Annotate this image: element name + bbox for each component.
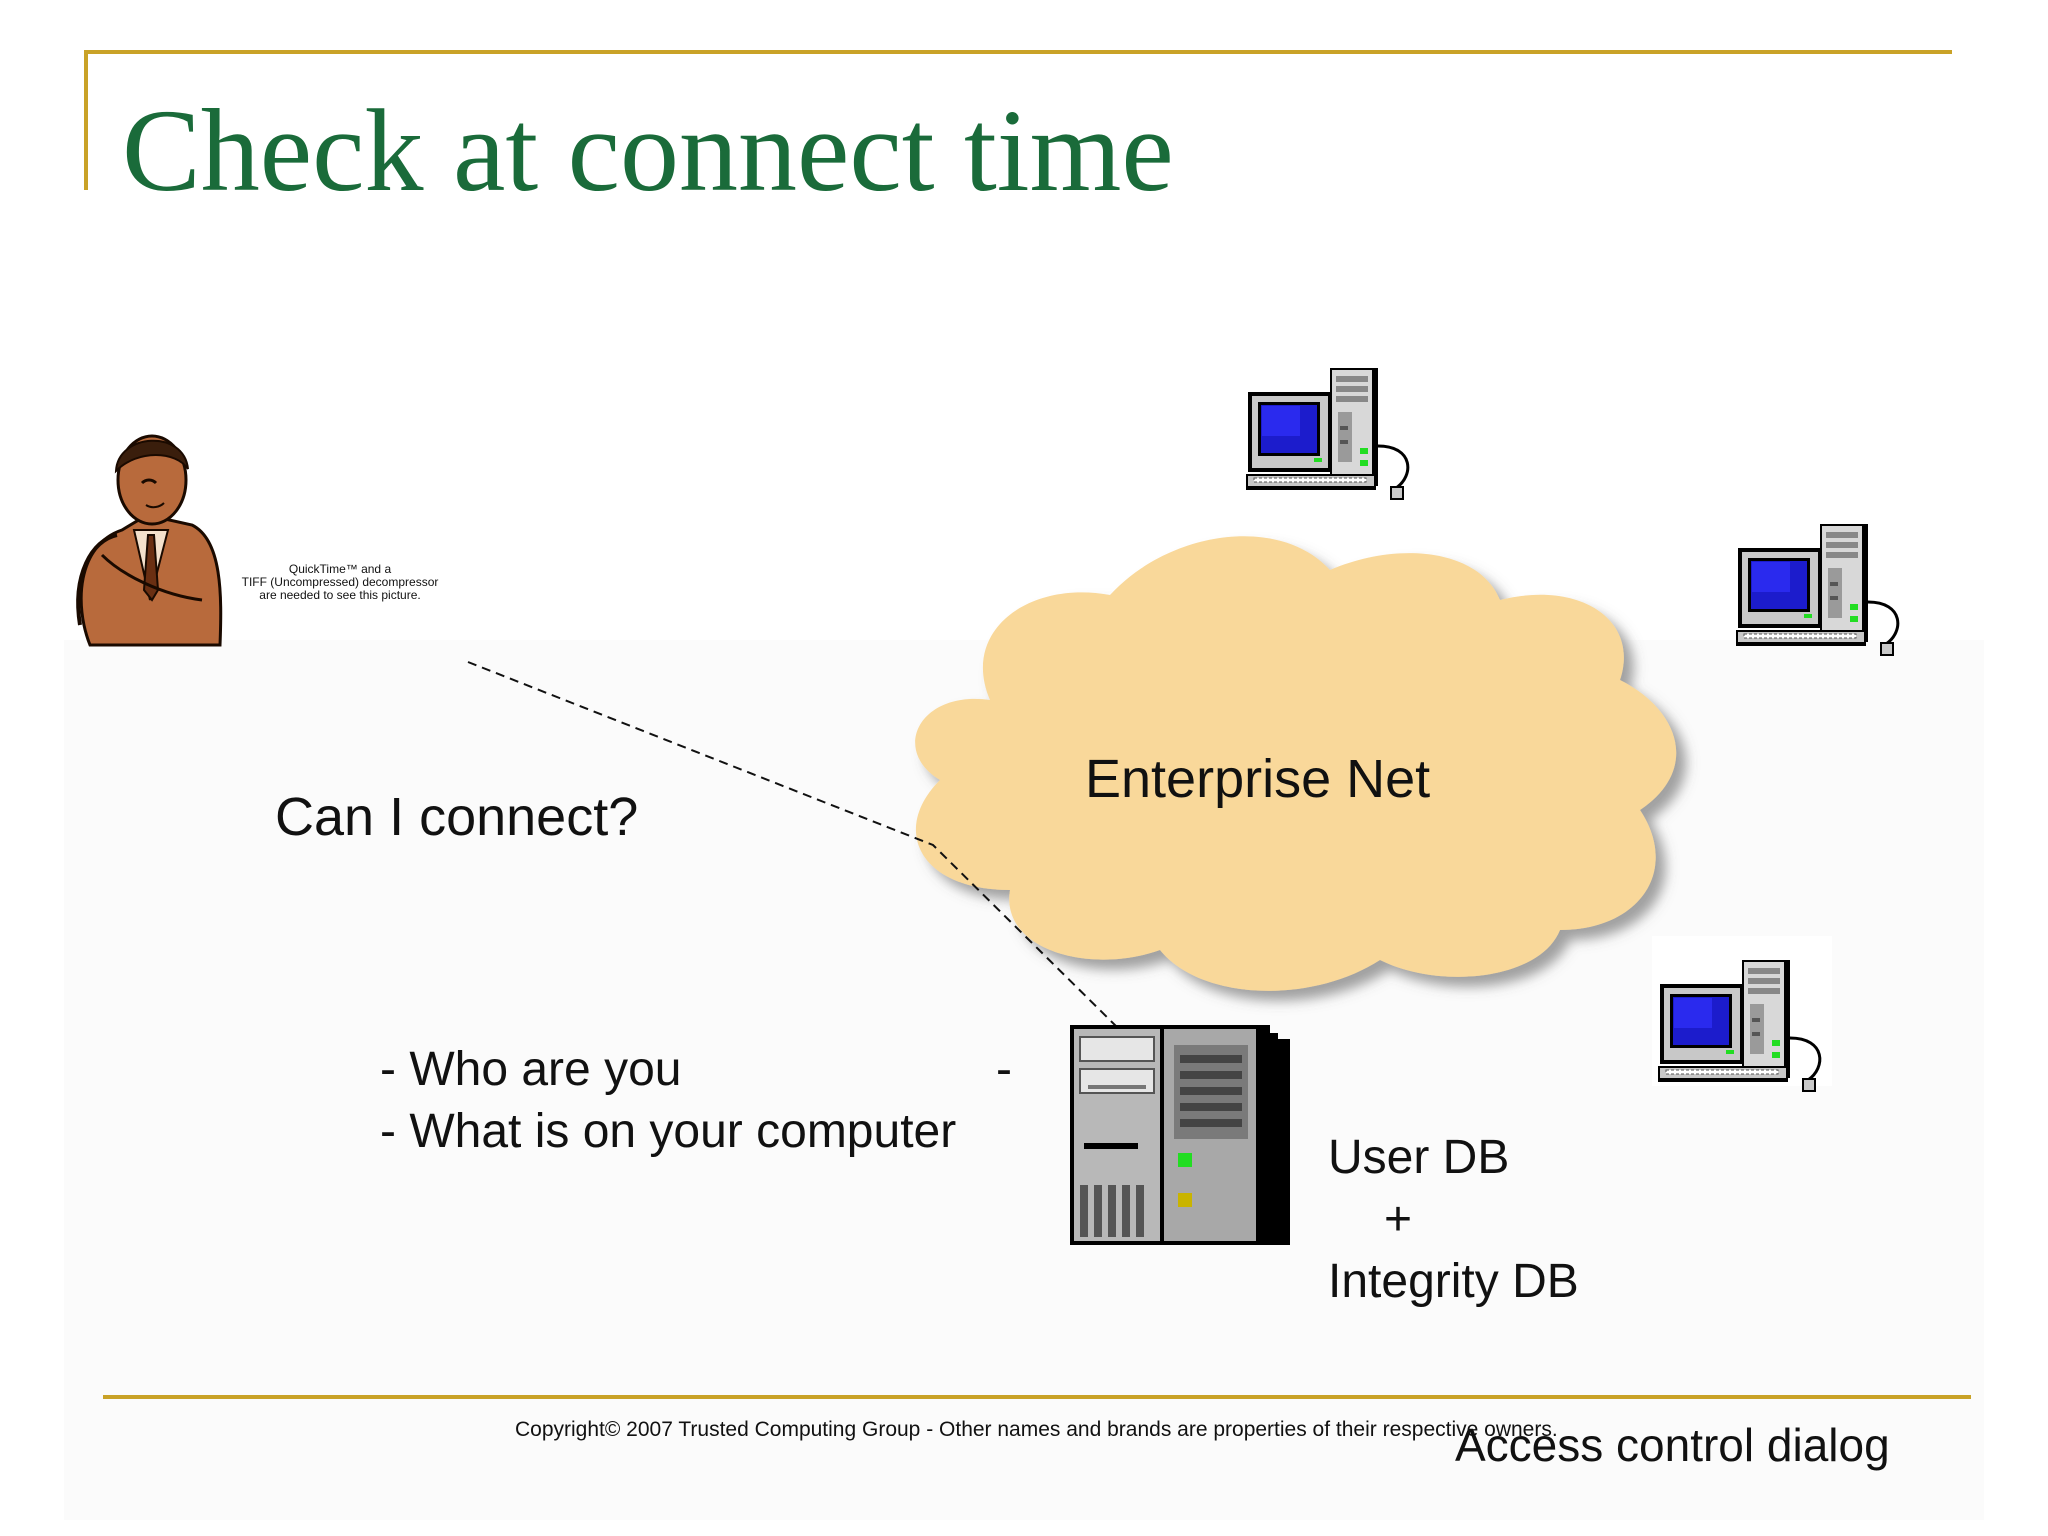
network-label: Enterprise Net xyxy=(1085,749,1431,809)
copyright-text: Copyright© 2007 Trusted Computing Group … xyxy=(515,1418,1558,1441)
desktop-computer-icon xyxy=(1246,366,1426,506)
bottom-rule xyxy=(103,1395,1971,1399)
desktop-computer-icon xyxy=(1736,522,1916,662)
cloud-icon xyxy=(915,536,1677,991)
dialog-line-what: - What is on your computer xyxy=(380,1105,957,1158)
dialog-line-who: - Who are you xyxy=(380,1043,682,1096)
slide-caption: Access control dialog xyxy=(1455,1419,1890,1471)
businessman-icon xyxy=(76,434,223,647)
left-rule xyxy=(84,50,88,190)
quicktime-line-1: QuickTime™ and a xyxy=(288,562,392,576)
user-db-label: User DB xyxy=(1328,1131,1510,1184)
slide-title: Check at connect time xyxy=(122,85,1174,216)
desktop-computer-icon xyxy=(1658,958,1838,1098)
plus-sign: + xyxy=(1384,1193,1413,1246)
quicktime-placeholder: QuickTime™ and a TIFF (Uncompressed) dec… xyxy=(220,563,460,602)
integrity-db-label: Integrity DB xyxy=(1328,1255,1579,1308)
server-tower-icon xyxy=(1070,1025,1290,1245)
top-rule xyxy=(84,50,1952,54)
connect-question: Can I connect? xyxy=(275,787,639,847)
quicktime-line-3: are needed to see this picture. xyxy=(259,588,421,602)
quicktime-line-2: TIFF (Uncompressed) decompressor xyxy=(241,575,439,589)
dialog-dash: - xyxy=(996,1043,1012,1096)
